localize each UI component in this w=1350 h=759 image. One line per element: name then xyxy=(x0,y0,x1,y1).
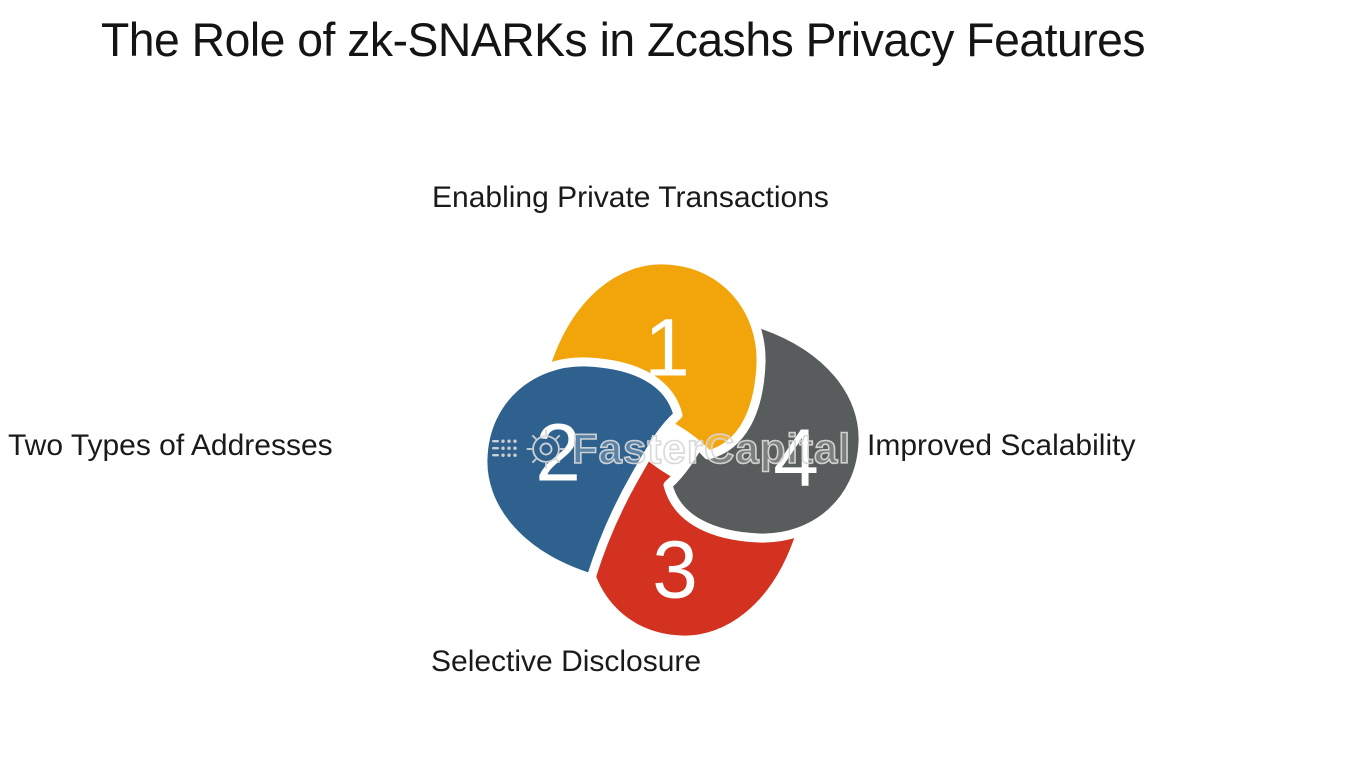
petal-number-4: 4 xyxy=(773,413,819,504)
pinwheel-svg: 1 2 3 4 xyxy=(463,240,883,660)
pinwheel-diagram: 1 2 3 4 xyxy=(463,240,883,660)
page-title: The Role of zk-SNARKs in Zcashs Privacy … xyxy=(101,13,1146,66)
petal-number-1: 1 xyxy=(644,303,690,394)
petal-label-right: Improved Scalability xyxy=(867,429,1136,462)
petal-number-3: 3 xyxy=(652,525,698,616)
petal-label-bottom: Selective Disclosure xyxy=(431,645,702,678)
petal-number-2: 2 xyxy=(535,408,581,499)
petal-label-top: Enabling Private Transactions xyxy=(432,181,829,214)
petal-label-left: Two Types of Addresses xyxy=(8,429,333,462)
